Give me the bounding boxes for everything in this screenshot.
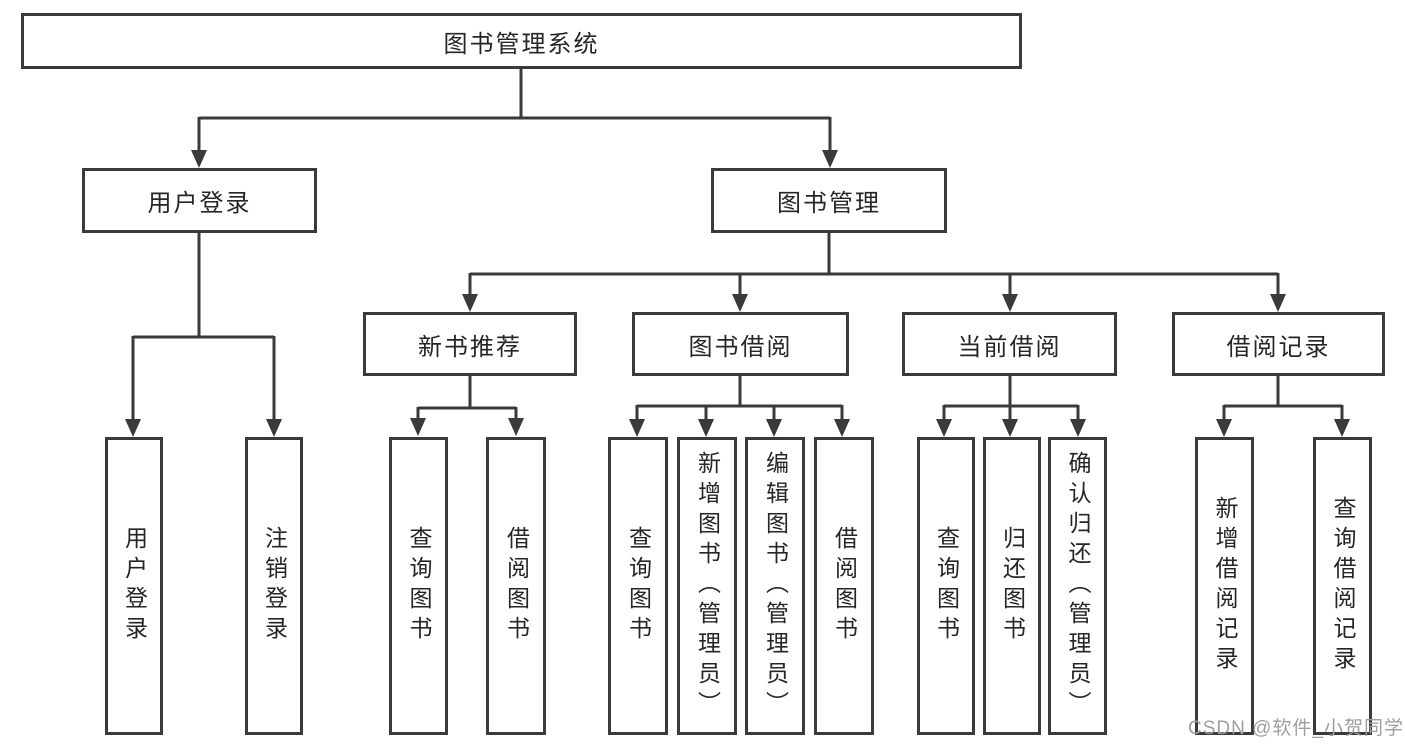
node-label: 图书借阅: [688, 333, 793, 361]
node-label: 用户登录: [147, 190, 252, 217]
node-book-management: 图书管理: [711, 168, 947, 233]
leaf-borrow-books: 借阅图书: [814, 437, 874, 735]
leaf-label: 确认归还（管理员）: [1065, 451, 1091, 721]
node-label: 当前借阅: [957, 333, 1062, 361]
leaf-edit-book-admin: 编辑图书（管理员）: [745, 437, 805, 735]
leaf-add-borrow-record: 新增借阅记录: [1195, 437, 1254, 735]
leaf-label: 借阅图书: [503, 526, 530, 646]
csdn-watermark: CSDN @软件_小贺同学: [1188, 718, 1404, 739]
leaf-query-books-current: 查询图书: [917, 437, 975, 735]
leaf-return-book: 归还图书: [983, 437, 1041, 735]
node-label: 图书管理: [777, 190, 881, 217]
leaf-label: 归还图书: [999, 526, 1026, 646]
leaf-label: 查询图书: [933, 526, 960, 646]
node-user-login: 用户登录: [82, 168, 317, 233]
leaf-borrow-books-recommend: 借阅图书: [486, 437, 546, 735]
leaf-logout: 注销登录: [245, 437, 303, 735]
leaf-label: 查询图书: [406, 526, 432, 646]
node-book-borrow: 图书借阅: [632, 312, 849, 376]
node-library-system: 图书管理系统: [21, 13, 1022, 69]
leaf-label: 查询图书: [625, 526, 652, 646]
leaf-query-books-recommend: 查询图书: [389, 437, 448, 735]
node-borrow-record: 借阅记录: [1172, 312, 1385, 376]
leaf-label: 借阅图书: [831, 526, 858, 646]
node-label: 借阅记录: [1226, 333, 1331, 361]
leaf-label: 查询借阅记录: [1330, 496, 1356, 676]
node-label: 图书管理系统: [443, 30, 600, 58]
leaf-query-books-borrow: 查询图书: [608, 437, 668, 735]
leaf-confirm-return-admin: 确认归还（管理员）: [1048, 437, 1107, 735]
leaf-label: 编辑图书（管理员）: [762, 451, 789, 721]
leaf-label: 新增借阅记录: [1212, 496, 1238, 676]
leaf-query-borrow-record: 查询借阅记录: [1313, 437, 1372, 735]
leaf-label: 新增图书（管理员）: [694, 451, 721, 721]
node-new-book-recommend: 新书推荐: [363, 312, 577, 376]
leaf-user-login: 用户登录: [105, 437, 163, 735]
node-label: 新书推荐: [418, 333, 522, 361]
leaf-label: 用户登录: [121, 526, 148, 646]
leaf-add-book-admin: 新增图书（管理员）: [677, 437, 737, 735]
leaf-label: 注销登录: [261, 526, 288, 646]
node-current-borrow: 当前借阅: [902, 312, 1117, 376]
